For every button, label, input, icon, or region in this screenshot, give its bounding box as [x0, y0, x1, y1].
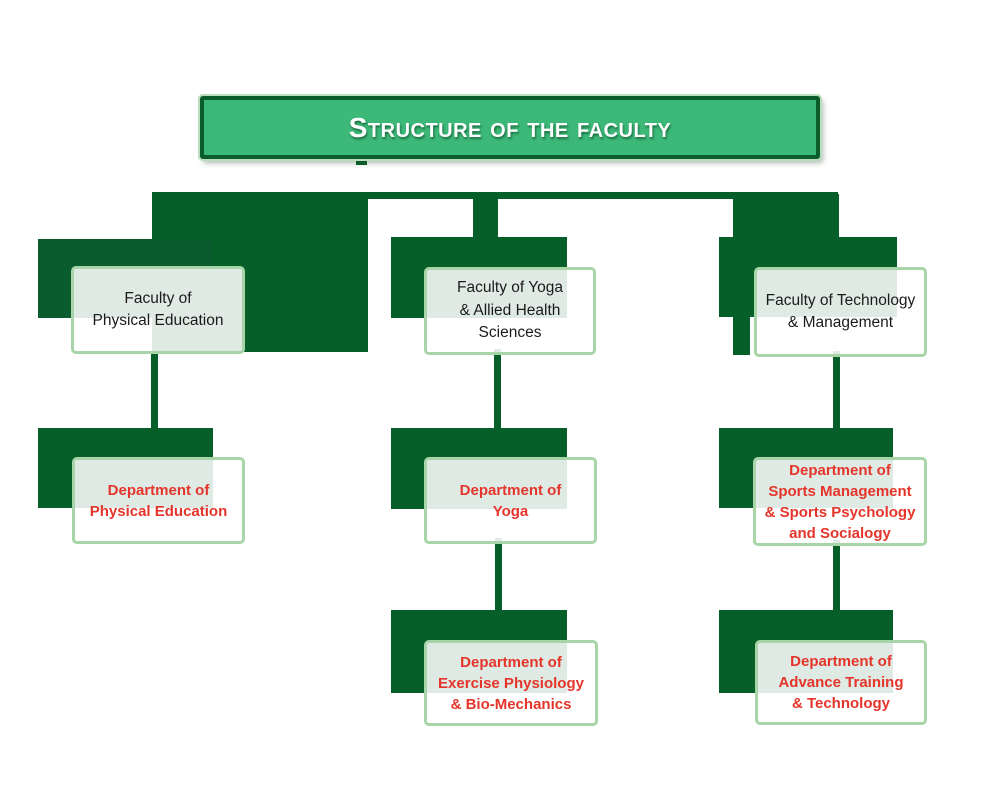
- faculty-label: Faculty of Physical Education: [92, 289, 224, 329]
- dept-box-physical-education: Department of Physical Education: [72, 457, 245, 544]
- dept-box-yoga: Department of Yoga: [424, 457, 597, 544]
- department-label: Department of Exercise Physiology & Bio-…: [438, 653, 584, 713]
- col1-vertical-connector: [151, 352, 158, 429]
- dept-box-sports-management: Department of Sports Management & Sports…: [753, 457, 927, 546]
- banner-bottom-notch: [356, 157, 367, 165]
- department-label: Department of Sports Management & Sports…: [764, 461, 916, 542]
- faculty-box-technology-management: Faculty of Technology & Management: [754, 267, 927, 357]
- col3-vertical-connector-2: [833, 540, 840, 610]
- faculty-label: Faculty of Yoga & Allied Health Sciences: [457, 279, 563, 342]
- dept-box-exercise-physiology: Department of Exercise Physiology & Bio-…: [424, 640, 598, 726]
- page-title: Structure of the faculty: [348, 111, 672, 143]
- department-label: Department of Advance Training & Technol…: [778, 653, 904, 712]
- title-banner: Structure of the faculty: [200, 96, 820, 159]
- faculty-box-physical-education: Faculty of Physical Education: [71, 266, 245, 354]
- col3-top-block: [733, 194, 839, 237]
- faculty-label: Faculty of Technology & Management: [765, 291, 916, 331]
- col2-vertical-connector-2: [495, 538, 502, 610]
- col3-vertical-connector-1: [833, 351, 840, 428]
- department-label: Department of Physical Education: [89, 481, 228, 520]
- department-label: Department of Yoga: [459, 481, 562, 520]
- dept-box-advance-training: Department of Advance Training & Technol…: [755, 640, 927, 725]
- col3-left-strip: [733, 317, 750, 355]
- faculty-box-yoga: Faculty of Yoga & Allied Health Sciences: [424, 267, 596, 355]
- col2-top-stub: [473, 192, 498, 238]
- col2-vertical-connector-1: [494, 349, 501, 428]
